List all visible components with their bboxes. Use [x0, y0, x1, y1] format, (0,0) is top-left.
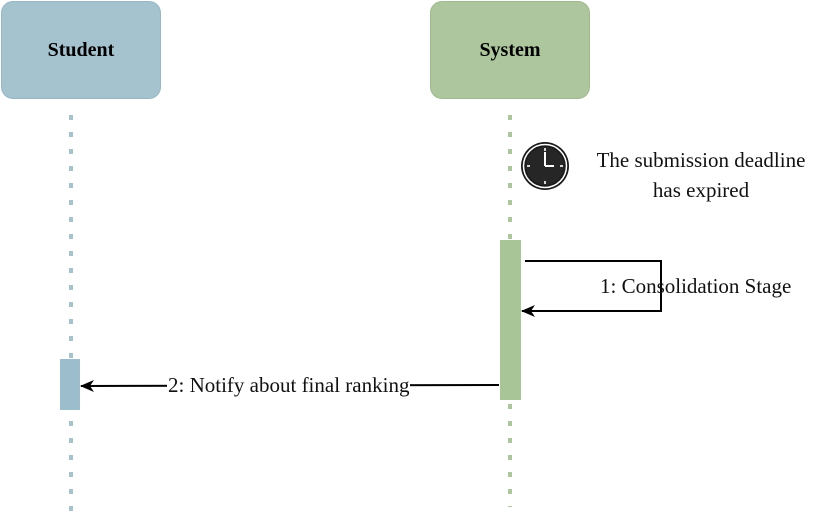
actor-student-label: Student [47, 38, 115, 61]
message-1-arrow [521, 260, 662, 317]
system-activation-bar [500, 240, 521, 400]
deadline-note-line-1: The submission deadline [596, 148, 806, 172]
clock-icon [521, 142, 569, 190]
actor-system-label: System [479, 38, 541, 61]
student-lifeline [69, 115, 73, 523]
deadline-note: The submission deadline has expired [576, 145, 826, 205]
deadline-note-line-2: has expired [652, 178, 750, 202]
actor-student: Student [1, 1, 161, 99]
message-2-label: 2: Notify about final ranking [167, 372, 411, 398]
student-activation-bar [60, 359, 80, 410]
actor-system: System [430, 1, 590, 99]
message-1-label: 1: Consolidation Stage [600, 274, 792, 298]
